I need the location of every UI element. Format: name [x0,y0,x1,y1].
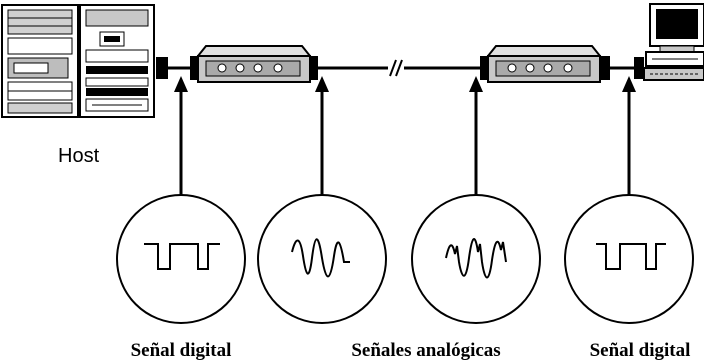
digital-wave-icon [144,243,220,270]
analog-signal-circle-left [257,194,387,324]
host-server-icon [1,4,155,118]
digital-signal-circle-left [116,194,246,324]
digital-wave-icon [596,243,666,270]
signal-label-digital-left: Señal digital [131,340,232,361]
modem-icon [190,45,318,83]
analog-signal-circle-right [411,194,541,324]
analog-wave-icon [445,238,507,279]
terminal-computer-icon [634,3,704,81]
signal-label-analog: Señales analógicas [351,340,500,361]
host-label: Host [58,145,100,167]
arrow-digital-left [174,76,188,196]
arrow-analog-right [469,76,483,196]
modem-icon [480,45,610,83]
host-connector [156,57,168,79]
signal-label-digital-right: Señal digital [590,340,691,361]
line-break-icon [388,58,404,78]
digital-signal-circle-right [564,194,694,324]
analog-wave-icon [291,238,350,278]
arrow-digital-right [622,76,636,196]
arrow-analog-left [315,76,329,196]
